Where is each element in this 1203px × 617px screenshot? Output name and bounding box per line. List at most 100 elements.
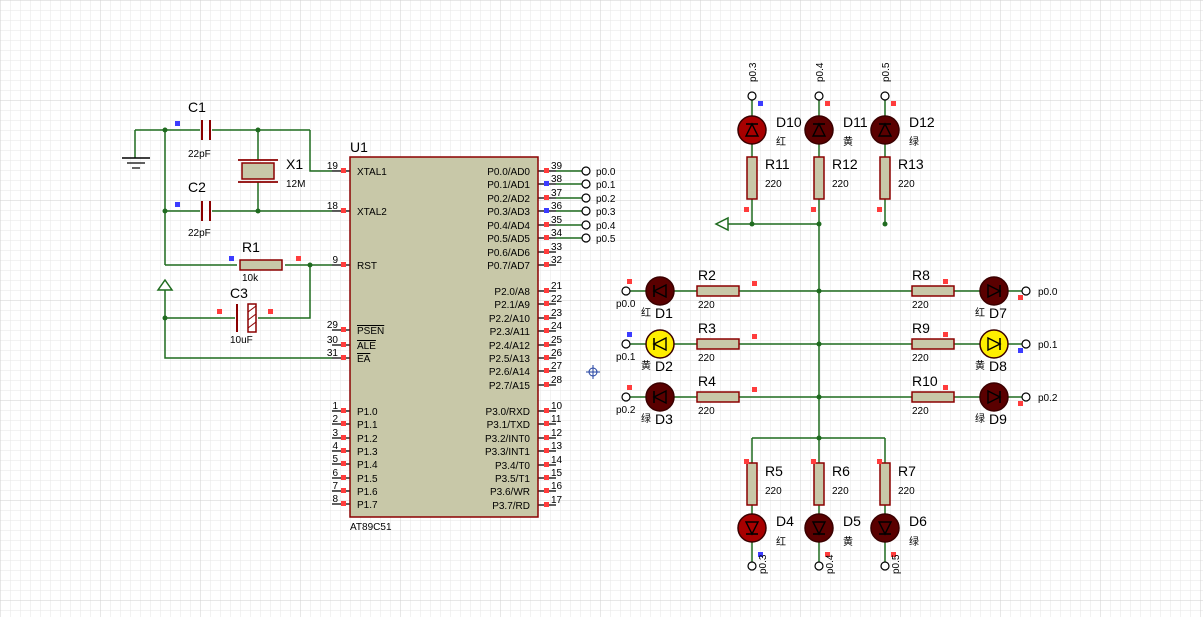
res-value: 220 (765, 486, 782, 497)
mcu-pin-num: 30 (327, 335, 339, 346)
mcu-pin-num: 13 (551, 441, 563, 452)
r1-resistor (239, 259, 283, 271)
led-color: 黄 (641, 359, 651, 372)
port-terminal (581, 166, 591, 176)
pin-marker (544, 208, 549, 213)
mcu-pin-name: P1.0 (357, 407, 378, 418)
mcu-pin-num: 36 (551, 201, 563, 212)
c3-hatch (247, 305, 257, 313)
diode-triangle (987, 389, 1002, 405)
port-terminal (581, 206, 591, 216)
pin-marker (217, 309, 222, 314)
mcu-pin-name: PSEN (357, 326, 384, 337)
net-label: p0.3 (748, 62, 759, 82)
led-ref: D3 (655, 411, 673, 427)
mcu-pin-name: P2.5/A13 (489, 354, 531, 365)
junction-dot (162, 127, 168, 133)
led-color: 绿 (975, 412, 985, 425)
pin-marker (544, 502, 549, 507)
led-d11 (804, 115, 834, 145)
pin-marker (544, 222, 549, 227)
mcu-part: AT89C51 (350, 522, 392, 533)
r1-ref: R1 (242, 239, 260, 255)
led-ref: D4 (776, 513, 794, 529)
mcu-pin-num: 32 (551, 255, 563, 266)
mcu-pin-name: XTAL2 (357, 207, 387, 218)
led-color: 红 (776, 535, 786, 548)
pin-marker (752, 334, 757, 339)
led-terminal (814, 561, 824, 571)
pin-marker (891, 101, 896, 106)
res-value: 220 (912, 406, 929, 417)
led-color: 红 (975, 306, 985, 319)
res-ref: R7 (898, 463, 916, 479)
led-terminal (1021, 286, 1031, 296)
port-label: p0.3 (596, 207, 616, 218)
resistor-r12 (813, 156, 825, 200)
res-value: 220 (912, 353, 929, 364)
pin-marker (627, 332, 632, 337)
mcu-pin-name: P3.2/INT0 (485, 434, 530, 445)
led-terminal (1021, 339, 1031, 349)
mcu-pin-num: 10 (551, 401, 563, 412)
pin-marker (341, 435, 346, 440)
led-ref: D2 (655, 358, 673, 374)
mcu-pin-name: XTAL1 (357, 167, 387, 178)
led-terminal (880, 561, 890, 571)
led-d6 (870, 513, 900, 543)
mcu-pin-num: 21 (551, 281, 563, 292)
mcu-pin-name: P0.5/AD5 (487, 234, 530, 245)
pin-marker (544, 288, 549, 293)
mcu-pin-name: P3.3/INT1 (485, 447, 530, 458)
pin-marker (544, 462, 549, 467)
res-value: 220 (912, 300, 929, 311)
pin-marker (1018, 401, 1023, 406)
port-label: p0.4 (596, 221, 616, 232)
led-ref: D10 (776, 114, 802, 130)
res-value: 220 (832, 486, 849, 497)
pin-marker (744, 207, 749, 212)
net-label: p0.2 (616, 405, 636, 416)
diode-triangle (877, 521, 893, 536)
pin-marker (544, 249, 549, 254)
c3-value: 10uF (230, 335, 253, 346)
mcu-pin-name: EA (357, 354, 371, 365)
led-color: 绿 (641, 412, 651, 425)
resistor-r4 (696, 391, 740, 403)
led-body (645, 276, 675, 306)
mcu-pin-name: P2.7/A15 (489, 381, 531, 392)
led-ref: D12 (909, 114, 935, 130)
x1-ref: X1 (286, 156, 303, 172)
pin-marker (544, 408, 549, 413)
x1-crystal (241, 162, 275, 180)
diode-triangle (744, 521, 760, 536)
junction-dot (749, 221, 755, 227)
pin-marker (175, 121, 180, 126)
mcu-pin-num: 37 (551, 188, 563, 199)
diode-triangle (652, 283, 667, 299)
resistor-r7 (879, 462, 891, 506)
led-ref: D9 (989, 411, 1007, 427)
led-terminal (814, 91, 824, 101)
pin-marker (341, 208, 346, 213)
port-label: p0.0 (596, 167, 616, 178)
led-color: 黄 (843, 535, 853, 548)
mcu-pin-num: 27 (551, 361, 563, 372)
pin-marker (627, 385, 632, 390)
mcu-pin-num: 14 (551, 455, 563, 466)
res-value: 220 (698, 300, 715, 311)
led-d4 (737, 513, 767, 543)
res-ref: R2 (698, 267, 716, 283)
res-ref: R11 (765, 156, 790, 172)
c3-hatch (247, 321, 257, 329)
mcu-pin-name: P2.0/A8 (494, 287, 530, 298)
led-d10 (737, 115, 767, 145)
res-ref: R12 (832, 156, 858, 172)
pin-marker (758, 552, 763, 557)
led-color: 绿 (909, 535, 919, 548)
mcu-pin-num: 39 (551, 161, 563, 172)
resistor-r11 (746, 156, 758, 200)
mcu-pin-name: P0.3/AD3 (487, 207, 530, 218)
